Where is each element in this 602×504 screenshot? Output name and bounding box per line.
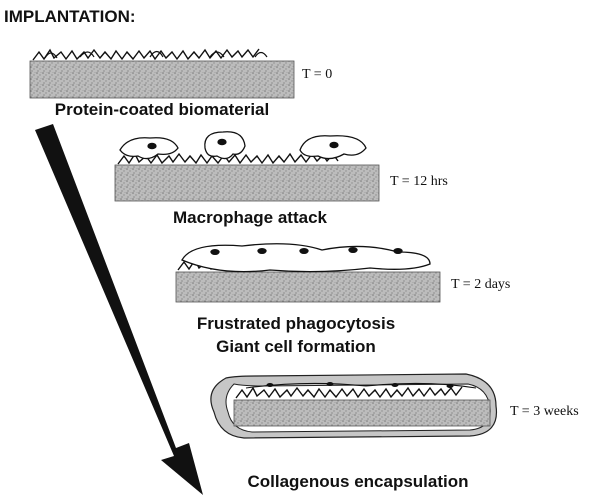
- stage-4-illustration: [210, 373, 498, 439]
- stage-3-biomaterial: [175, 271, 441, 303]
- stage-1-protein-layer: [32, 48, 260, 61]
- macrophage-cell: [119, 137, 179, 160]
- stage-1-biomaterial: [29, 60, 295, 99]
- stage-2-protein-layer: [117, 152, 339, 165]
- stage-4-caption: Collagenous encapsulation: [247, 472, 469, 491]
- time-progression-arrow: [35, 124, 203, 495]
- stage-4-time: T = 3 weeks: [510, 404, 579, 419]
- macrophage-cell: [204, 131, 246, 160]
- stage-2-biomaterial: [114, 164, 380, 202]
- stage-4-protein-layer: [235, 386, 463, 399]
- stage-1-illustration: [29, 48, 295, 99]
- stage-2-illustration: [114, 131, 380, 202]
- diagram-title: IMPLANTATION:: [4, 7, 136, 26]
- stage-1-time: T = 0: [302, 67, 333, 82]
- stage-1-caption: Protein-coated biomaterial: [54, 100, 270, 119]
- stage-2-time: T = 12 hrs: [390, 174, 448, 189]
- stage-3-caption-line-2: Giant cell formation: [216, 337, 376, 356]
- stage-3-caption-line-1: Frustrated phagocytosis: [196, 314, 396, 333]
- stage-3-illustration: [175, 243, 441, 303]
- stage-4-biomaterial: [233, 399, 491, 427]
- macrophage-cell: [299, 135, 367, 160]
- giant-cell: [181, 243, 431, 273]
- stage-2-caption: Macrophage attack: [173, 208, 327, 227]
- stage-3-time: T = 2 days: [451, 277, 511, 292]
